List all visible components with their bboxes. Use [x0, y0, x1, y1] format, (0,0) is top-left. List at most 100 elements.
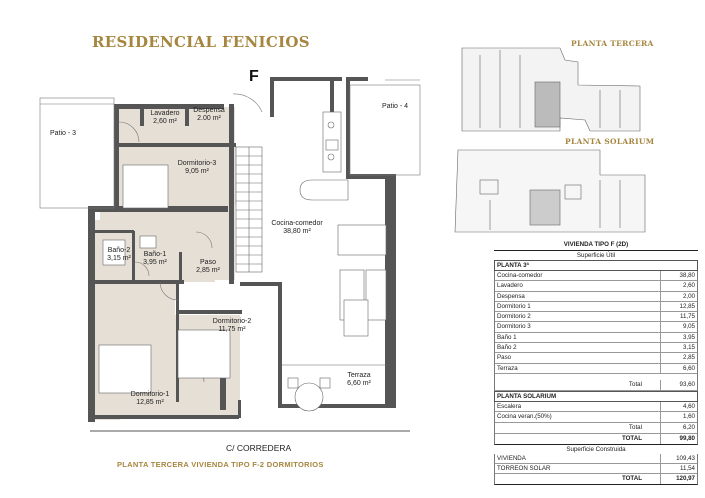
row-name: Dormitorio 3 [495, 322, 661, 332]
room-dormitorio-3: Dormitorio-3 9,05 m² [167, 160, 227, 176]
patio-3-label: Patio - 3 [50, 130, 77, 137]
door-arcs [118, 93, 263, 383]
table-row: Dormitorio 3 9,05 [494, 322, 698, 333]
row-name: Paso [495, 353, 661, 363]
floor3-total-row: Total 93,60 [494, 379, 698, 391]
room-name: Cocina-comedor [271, 220, 323, 227]
row-value: 38,80 [679, 272, 695, 279]
room-name: Baño-1 [143, 251, 167, 258]
room-area: 11,75 m² [218, 326, 246, 333]
row-name: Dormitorio 1 [495, 301, 661, 312]
total-value: 6,20 [682, 423, 695, 431]
table-row: Lavadero 2,60 [494, 281, 698, 292]
terrace-furniture [282, 364, 390, 412]
table-title: VIVIENDA TIPO F (2D) [494, 239, 698, 251]
table-row: Baño 2 3,15 [494, 343, 698, 354]
room-dormitorio-1: Dormitorio-1 12,85 m² [118, 391, 182, 407]
row-value: 1,60 [682, 413, 695, 421]
total-label: Total [495, 422, 661, 433]
room-lavadero: Lavadero 2,60 m² [142, 110, 188, 126]
grand-total-label: TOTAL [495, 433, 661, 444]
room-area: 2.00 m² [197, 115, 221, 122]
solarium-section: PLANTA SOLARIUM [494, 390, 698, 402]
plan-subtitle: PLANTA TERCERA VIVIENDA TIPO F-2 DORMITO… [117, 460, 324, 469]
row-value: 12,85 [679, 302, 695, 310]
room-area: 3,95 m² [143, 259, 167, 266]
row-name: Despensa [495, 291, 661, 301]
room-name: Lavadero [150, 110, 180, 117]
table-row: Cocina-comedor 38,80 [494, 271, 698, 282]
table-row: Cocina veran.(50%) 1,60 [494, 412, 698, 423]
row-name: Terraza [495, 363, 661, 373]
table-row: Dormitorio 1 12,85 [494, 301, 698, 313]
row-value: 6,60 [682, 364, 695, 372]
row-name: Lavadero [495, 281, 661, 291]
floor3-section: PLANTA 3ª [494, 260, 698, 271]
table-row: Paso 2,85 [494, 353, 698, 364]
kitchen-furniture [299, 111, 387, 337]
row-name: Cocina-comedor [495, 271, 661, 281]
room-despensa: Despensa 2.00 m² [186, 107, 232, 123]
room-cocina-comedor: Cocina-comedor 38,80 m² [262, 220, 332, 236]
built-total-value: 120,97 [676, 475, 695, 483]
table-row: Baño 1 3,95 [494, 332, 698, 344]
room-name: Paso [200, 259, 216, 266]
patio-lines [39, 79, 421, 209]
row-name: VIVIENDA [495, 453, 661, 463]
row-name: Cocina veran.(50%) [495, 412, 661, 422]
block-letter: F [249, 68, 259, 85]
room-bano-1: Baño-1 3,95 m² [135, 251, 175, 267]
row-value: 2,85 [682, 354, 695, 362]
page-title: RESIDENCIAL FENICIOS [92, 33, 310, 51]
room-area: 2,60 m² [153, 118, 177, 125]
solarium-total-row: Total 6,20 [494, 422, 698, 434]
room-area: 6,60 m² [347, 380, 371, 387]
room-terraza: Terraza 6,60 m² [334, 372, 384, 388]
table-gap [494, 373, 698, 380]
row-name: Dormitorio 2 [495, 312, 661, 322]
table-row: Terraza 6,60 [494, 363, 698, 374]
useful-surface-header: Superficie Útil [576, 252, 616, 259]
built-surface-header: Superficie Construida [566, 445, 626, 453]
row-name: Escalera [495, 401, 661, 412]
bedroom-furniture [98, 164, 231, 394]
table-row: TORREON SOLAR 11,54 [494, 463, 698, 475]
key-plan-upper [461, 47, 641, 132]
table-row: Dormitorio 2 11,75 [494, 312, 698, 323]
room-name: Dormitorio-1 [130, 391, 170, 398]
built-total-row: TOTAL 120,97 [494, 474, 698, 486]
table-row: Escalera 4,60 [494, 401, 698, 413]
total-label: Total [495, 379, 661, 390]
key-plan-lower [454, 149, 646, 233]
room-bano-2: Baño-2 3,15 m² [103, 247, 135, 263]
total-value: 93,60 [679, 380, 695, 388]
row-value: 9,05 [682, 323, 695, 331]
grand-total-row: TOTAL 99,80 [494, 433, 698, 445]
row-value: 11,54 [679, 464, 695, 472]
room-paso: Paso 2,85 m² [190, 259, 226, 275]
row-value: 11,75 [679, 313, 695, 321]
key-plan-upper-title: PLANTA TERCERA [571, 39, 654, 48]
patio-4-label: Patio - 4 [382, 103, 409, 110]
key-plan-lower-title: PLANTA SOLARIUM [565, 137, 655, 146]
room-name: Despensa [193, 107, 225, 114]
row-value: 4,60 [682, 402, 695, 410]
room-area: 38,80 m² [283, 228, 311, 235]
room-name: Dormitorio-3 [177, 160, 217, 167]
surface-table: VIVIENDA TIPO F (2D) Superficie Útil PLA… [494, 239, 698, 486]
grand-total-value: 99,80 [679, 434, 695, 442]
row-value: 3,15 [682, 344, 695, 352]
row-name: Baño 2 [495, 343, 661, 353]
row-value: 2,60 [682, 282, 695, 290]
row-value: 3,95 [682, 333, 695, 341]
row-name: Baño 1 [495, 332, 661, 343]
staircase [235, 146, 263, 273]
row-value: 109,43 [676, 454, 695, 462]
row-name: TORREON SOLAR [495, 463, 661, 474]
room-name: Terraza [347, 372, 371, 379]
room-area: 12,85 m² [136, 399, 164, 406]
